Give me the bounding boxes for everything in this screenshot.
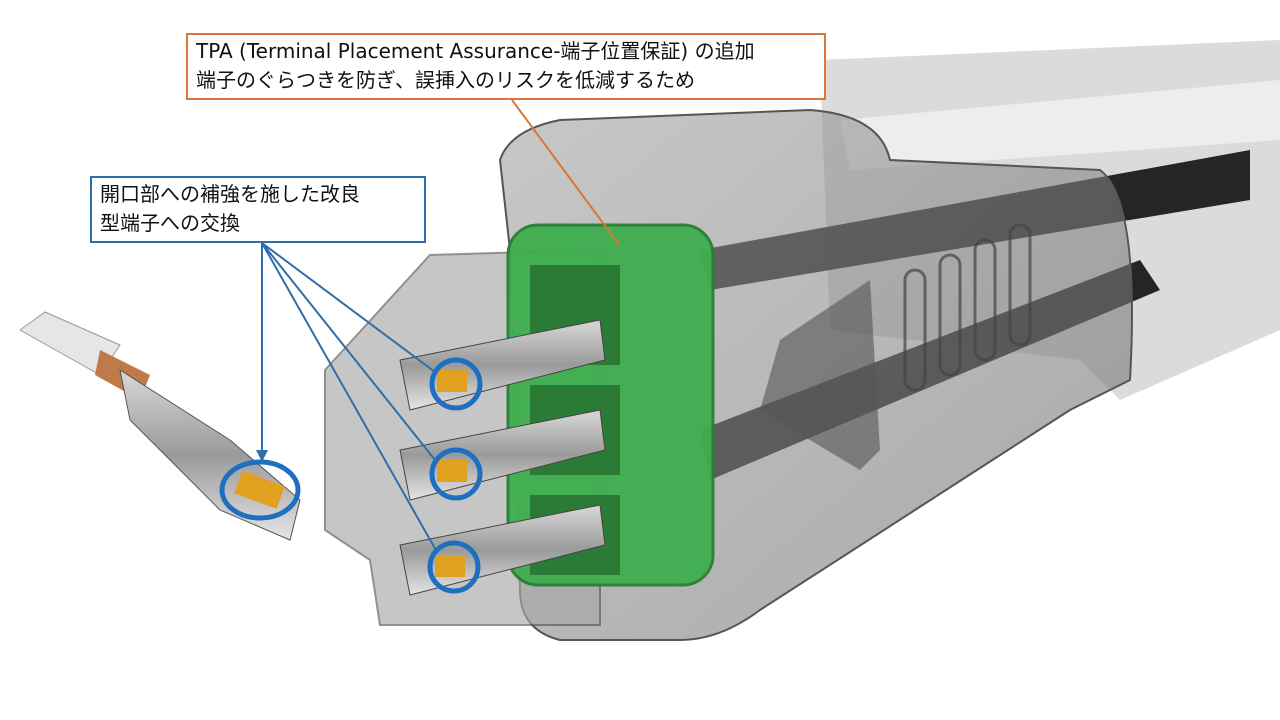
housing-ribs [903, 223, 1032, 392]
leader-arrowhead [256, 450, 268, 462]
tpa-callout-line2: 端子のぐらつきを防ぎ、誤挿入のリスクを低減するため [196, 68, 695, 92]
terminal-callout: 開口部への補強を施した改良 型端子への交換 [90, 176, 426, 243]
terminals [399, 319, 606, 596]
standalone-terminal [19, 311, 301, 541]
terminal-leader-lines [261, 242, 438, 553]
terminal-callout-line1: 開口部への補強を施した改良 [100, 182, 360, 206]
tpa-callout: TPA (Terminal Placement Assurance-端子位置保証… [186, 33, 826, 100]
tpa-leader-line [511, 99, 621, 247]
tpa-callout-line1: TPA (Terminal Placement Assurance-端子位置保証… [196, 39, 755, 63]
terminal-callout-line2: 型端子への交換 [100, 211, 240, 235]
highlight-circles [219, 357, 483, 594]
housing-logo-mark [760, 280, 880, 470]
